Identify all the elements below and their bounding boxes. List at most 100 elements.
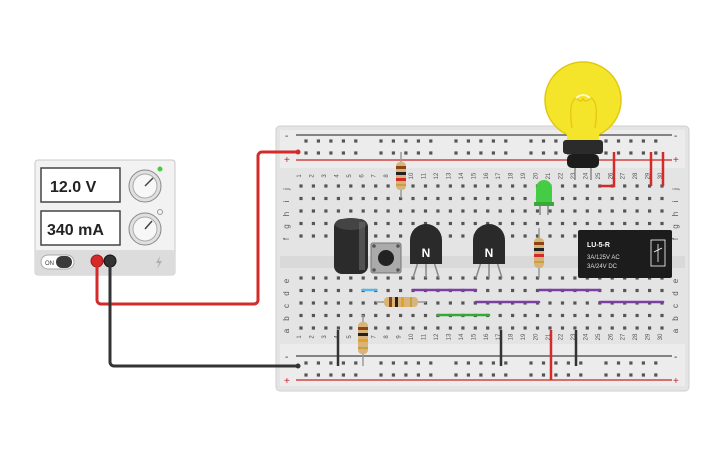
breadboard-hole[interactable] <box>329 361 333 365</box>
breadboard-hole[interactable] <box>504 139 508 143</box>
breadboard-hole[interactable] <box>554 139 558 143</box>
breadboard-hole[interactable] <box>361 184 365 188</box>
resistor-horizontal[interactable] <box>376 297 426 307</box>
breadboard-hole[interactable] <box>498 326 502 330</box>
breadboard-hole[interactable] <box>585 221 589 226</box>
breadboard-hole[interactable] <box>648 221 652 226</box>
breadboard-hole[interactable] <box>374 301 378 305</box>
breadboard-hole[interactable] <box>374 313 378 318</box>
breadboard-hole[interactable] <box>404 151 408 155</box>
breadboard-hole[interactable] <box>454 373 458 377</box>
breadboard-hole[interactable] <box>411 184 415 188</box>
breadboard-hole[interactable] <box>648 313 652 318</box>
breadboard-hole[interactable] <box>573 276 577 280</box>
breadboard-hole[interactable] <box>399 288 403 293</box>
pushbutton[interactable] <box>370 242 402 274</box>
breadboard-hole[interactable] <box>349 301 353 305</box>
breadboard-hole[interactable] <box>523 276 527 280</box>
breadboard-hole[interactable] <box>529 373 533 377</box>
breadboard-hole[interactable] <box>448 301 452 305</box>
breadboard-hole[interactable] <box>616 361 621 365</box>
breadboard-hole[interactable] <box>361 301 365 305</box>
breadboard-hole[interactable] <box>461 326 465 330</box>
breadboard-hole[interactable] <box>648 288 652 293</box>
breadboard-hole[interactable] <box>341 373 345 377</box>
breadboard-hole[interactable] <box>579 361 583 365</box>
breadboard-hole[interactable] <box>391 361 395 365</box>
breadboard-hole[interactable] <box>436 301 440 305</box>
breadboard-hole[interactable] <box>560 234 565 238</box>
breadboard-hole[interactable] <box>535 276 540 280</box>
breadboard-hole[interactable] <box>511 326 515 330</box>
breadboard-hole[interactable] <box>511 196 515 201</box>
breadboard-hole[interactable] <box>324 326 328 330</box>
breadboard-hole[interactable] <box>386 276 390 280</box>
breadboard-hole[interactable] <box>316 373 320 377</box>
current-knob-icon[interactable] <box>128 212 162 246</box>
breadboard-hole[interactable] <box>386 326 390 330</box>
breadboard-hole[interactable] <box>324 288 328 293</box>
breadboard-hole[interactable] <box>573 196 577 201</box>
breadboard-hole[interactable] <box>491 139 495 143</box>
breadboard-hole[interactable] <box>535 209 540 213</box>
breadboard-hole[interactable] <box>585 313 589 318</box>
breadboard-hole[interactable] <box>623 288 627 293</box>
breadboard-hole[interactable] <box>585 184 589 188</box>
breadboard-hole[interactable] <box>436 221 440 226</box>
breadboard-hole[interactable] <box>354 361 358 365</box>
breadboard-hole[interactable] <box>641 373 645 377</box>
breadboard-hole[interactable] <box>498 313 502 318</box>
breadboard-hole[interactable] <box>641 139 645 143</box>
breadboard-hole[interactable] <box>354 373 358 377</box>
breadboard-hole[interactable] <box>473 276 477 280</box>
resistor-vertical-right[interactable] <box>534 228 544 278</box>
breadboard-hole[interactable] <box>429 361 433 365</box>
breadboard-hole[interactable] <box>648 196 652 201</box>
breadboard-hole[interactable] <box>399 196 403 201</box>
breadboard-hole[interactable] <box>341 151 345 155</box>
breadboard-hole[interactable] <box>324 196 328 201</box>
breadboard-hole[interactable] <box>316 139 320 143</box>
breadboard-hole[interactable] <box>548 221 552 226</box>
breadboard-hole[interactable] <box>486 221 490 226</box>
breadboard-hole[interactable] <box>473 184 477 188</box>
breadboard-hole[interactable] <box>436 196 440 201</box>
breadboard-hole[interactable] <box>498 276 502 280</box>
breadboard-hole[interactable] <box>535 326 540 330</box>
breadboard-hole[interactable] <box>529 361 533 365</box>
breadboard-hole[interactable] <box>560 313 565 318</box>
breadboard-hole[interactable] <box>560 301 565 305</box>
breadboard-hole[interactable] <box>486 276 490 280</box>
breadboard-hole[interactable] <box>535 288 540 293</box>
breadboard-hole[interactable] <box>349 276 353 280</box>
red-jumper-wire[interactable] <box>600 152 616 188</box>
breadboard-hole[interactable] <box>535 313 540 318</box>
breadboard-hole[interactable] <box>623 196 627 201</box>
resistor-vertical-bottom[interactable] <box>358 315 368 366</box>
breadboard-hole[interactable] <box>598 221 602 226</box>
breadboard-hole[interactable] <box>416 151 420 155</box>
breadboard-hole[interactable] <box>511 276 515 280</box>
breadboard-hole[interactable] <box>585 301 589 305</box>
breadboard-hole[interactable] <box>660 209 664 213</box>
breadboard-hole[interactable] <box>548 326 552 330</box>
breadboard-hole[interactable] <box>336 326 340 330</box>
breadboard-hole[interactable] <box>541 373 546 377</box>
breadboard-hole[interactable] <box>629 373 633 377</box>
breadboard-hole[interactable] <box>541 361 546 365</box>
breadboard-hole[interactable] <box>386 221 390 226</box>
breadboard-hole[interactable] <box>635 288 639 293</box>
breadboard-hole[interactable] <box>511 288 515 293</box>
npn-transistor-2[interactable]: N <box>473 224 505 279</box>
breadboard-hole[interactable] <box>448 221 452 226</box>
breadboard-hole[interactable] <box>461 184 465 188</box>
breadboard-hole[interactable] <box>466 361 470 365</box>
breadboard-hole[interactable] <box>349 209 353 213</box>
breadboard-hole[interactable] <box>623 313 627 318</box>
breadboard-hole[interactable] <box>491 361 495 365</box>
breadboard-hole[interactable] <box>374 234 378 238</box>
breadboard-hole[interactable] <box>523 196 527 201</box>
breadboard-hole[interactable] <box>585 209 589 213</box>
breadboard-hole[interactable] <box>374 221 378 226</box>
breadboard-hole[interactable] <box>399 209 403 213</box>
